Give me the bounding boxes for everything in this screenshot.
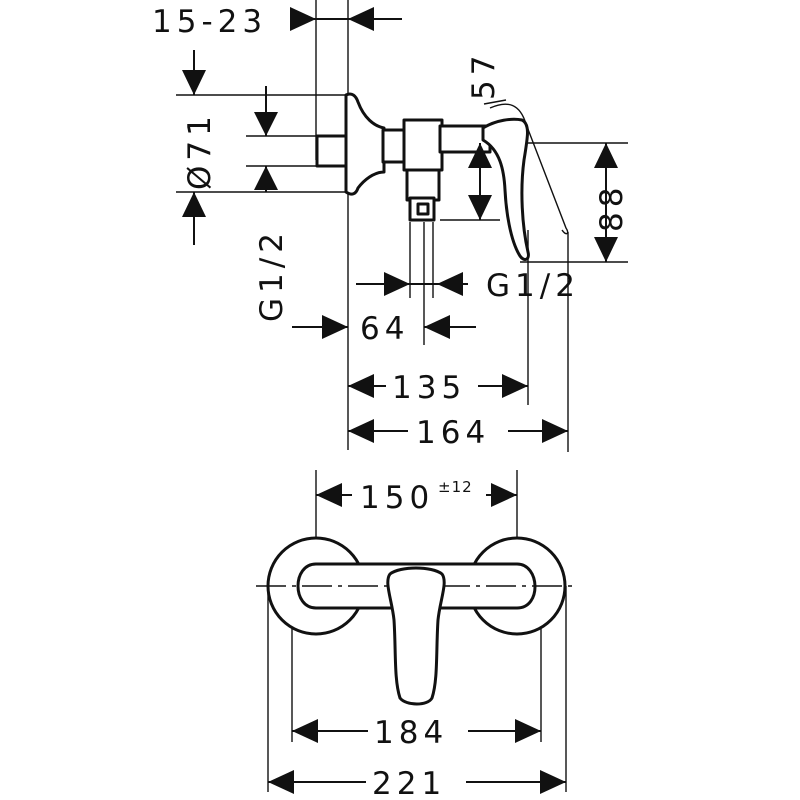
dim-diameter-arrow-bottom <box>182 192 206 217</box>
dim-221-label: 221 <box>372 766 446 800</box>
dim-164-label-bg <box>408 413 508 449</box>
dim-height-arrow-bottom <box>594 237 618 262</box>
front-view <box>256 470 578 792</box>
dim-diameter-label: Ø71 <box>182 111 218 190</box>
dim-64-arrow-left <box>322 315 348 339</box>
lever-swing-outline <box>489 103 569 235</box>
dim-221-arrow-left <box>268 770 294 794</box>
dim-184-label: 184 <box>374 715 448 751</box>
dim-outlet-vert-arrow-bottom <box>468 195 492 220</box>
lever-front <box>386 566 446 706</box>
dim-outlet-vert-arrow-top <box>468 143 492 168</box>
dim-221-label-bg <box>366 764 466 800</box>
dim-135-arrow-left <box>348 374 374 398</box>
mixer-body <box>402 118 444 172</box>
side-view <box>176 0 628 452</box>
dim-outlet-thread-label: G1/2 <box>486 268 580 304</box>
dim-15-23-label: 15-23 <box>152 4 267 40</box>
dim-184-arrow-right <box>515 719 541 743</box>
dim-64-arrow-right <box>424 315 450 339</box>
dim-150-arrow-left <box>316 483 342 507</box>
lever <box>481 117 530 261</box>
dim-150-label: 150 <box>360 480 434 516</box>
dim-150-arrow-right <box>491 483 517 507</box>
dim-164-arrow-right <box>542 419 568 443</box>
dim-221-arrow-right <box>540 770 566 794</box>
dim-inlet-thread-arrow-bottom <box>254 166 278 190</box>
dim-15-23-arrow-left <box>290 7 316 31</box>
dim-inlet-thread-arrow-top <box>254 112 278 136</box>
dim-184-arrow-left <box>292 719 318 743</box>
dim-diameter-arrow-top <box>182 70 206 95</box>
dim-135-label: 135 <box>392 370 466 406</box>
dim-150-label-bg <box>352 476 486 512</box>
dim-angle-leader <box>483 99 507 105</box>
escutcheon <box>344 92 386 196</box>
outlet-housing <box>405 168 441 202</box>
side-view-dimensions: 15-23 Ø71 G1/2 57 88 G1/2 <box>152 4 630 451</box>
dim-outlet-thread-arrow-right <box>437 272 463 296</box>
dim-64-label: 64 <box>360 311 409 347</box>
dim-135-arrow-right <box>502 374 528 398</box>
dim-height-label: 88 <box>594 183 630 232</box>
front-view-dimensions: 150 ±12 184 221 <box>268 476 566 800</box>
dim-135-label-bg <box>386 368 478 404</box>
dim-164-label: 164 <box>416 415 490 451</box>
outlet-nipple-inner <box>416 202 430 216</box>
dim-angle-label: 57 <box>466 51 502 100</box>
dim-184-label-bg <box>368 713 468 749</box>
dim-164-arrow-left <box>348 419 374 443</box>
dim-150-tolerance: ±12 <box>438 478 473 496</box>
dim-inlet-thread-label: G1/2 <box>254 228 290 322</box>
dim-height-arrow-top <box>594 143 618 168</box>
dim-outlet-thread-arrow-left <box>384 272 410 296</box>
dim-15-23-arrow-right <box>348 7 374 31</box>
inlet-pipe-stub <box>315 134 351 168</box>
